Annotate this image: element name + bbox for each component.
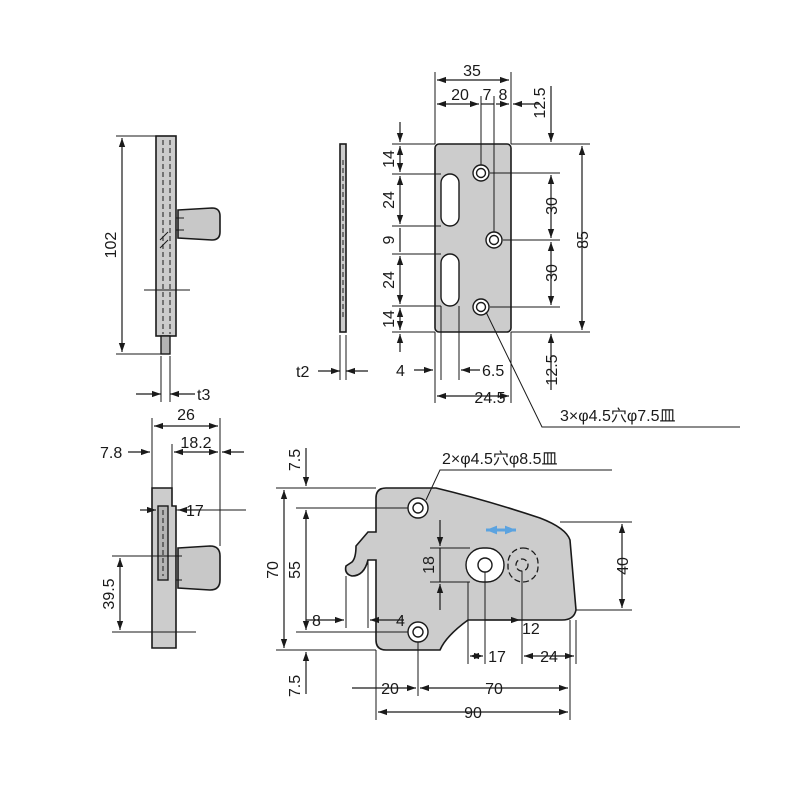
dim-label-18: 18 <box>421 556 438 574</box>
dim-label-7-5-bottom: 7.5 <box>287 675 304 697</box>
dim-label-24: 24 <box>540 649 558 666</box>
dim-label-6-5: 6.5 <box>482 363 504 380</box>
dim-label-30-top: 30 <box>544 197 561 215</box>
dim-label-70-vertical: 70 <box>265 561 282 579</box>
dim-label-7: 7 <box>483 87 492 104</box>
side-view: 102 t3 <box>103 135 221 404</box>
side-view-section-mark <box>159 239 169 249</box>
dim-label-12-5-bottom: 12.5 <box>544 354 561 385</box>
dim-label-7-5-top: 7.5 <box>287 449 304 471</box>
dim-label-14-bottom: 14 <box>381 310 398 328</box>
dim-label-26: 26 <box>177 407 195 424</box>
dim-label-20: 20 <box>451 87 469 104</box>
base-hole-top-inner <box>412 502 424 514</box>
strike-hole-bottom-inner <box>475 301 487 313</box>
dim-label-20: 20 <box>381 681 399 698</box>
dim-label-17: 17 <box>488 649 506 666</box>
dim-label-8: 8 <box>312 613 321 630</box>
edge-view: t2 <box>296 143 368 381</box>
dim-label-70-horizontal: 70 <box>485 681 503 698</box>
dim-label-4: 4 <box>396 363 405 380</box>
base-bolt-slot-ghost <box>507 547 539 583</box>
strike-holes-note: 3×φ4.5穴φ7.5皿 <box>560 407 675 425</box>
front-view: 26 7.8 18.2 17 39.5 <box>100 407 246 649</box>
dim-label-30-bottom: 30 <box>544 264 561 282</box>
strike-hole-top-inner <box>475 167 487 179</box>
dim-label-t2: t2 <box>296 364 309 381</box>
dim-label-24-bottom: 24 <box>381 271 398 289</box>
dim-label-24-top: 24 <box>381 191 398 209</box>
dim-label-17: 17 <box>186 503 204 520</box>
front-view-knob <box>177 545 221 591</box>
dim-label-18-2: 18.2 <box>180 435 211 452</box>
dim-label-35: 35 <box>463 63 481 80</box>
base-plate-body <box>344 487 577 651</box>
dim-label-40: 40 <box>615 557 632 575</box>
strike-slot-top <box>440 173 460 227</box>
dim-label-14-top: 14 <box>381 150 398 168</box>
strike-hole-middle-inner <box>488 234 500 246</box>
side-view-bolt-tip <box>160 335 171 355</box>
strike-holes-leader <box>485 311 740 428</box>
dim-label-24-5: 24.5 <box>474 390 505 407</box>
dim-label-85: 85 <box>575 231 592 249</box>
base-plate: 2×φ4.5穴φ8.5皿 7.5 55 7.5 70 18 40 8 4 <box>265 448 632 722</box>
base-holes-note: 2×φ4.5穴φ8.5皿 <box>442 450 557 468</box>
side-view-knob <box>177 207 221 241</box>
dim-label-7-8: 7.8 <box>100 445 122 462</box>
dim-label-4: 4 <box>396 613 405 630</box>
dim-label-12-5-top: 12.5 <box>532 87 549 118</box>
dim-label-9: 9 <box>381 235 398 244</box>
dim-label-12: 12 <box>522 621 540 638</box>
edge-view-plate <box>339 143 347 333</box>
side-view-section-mark <box>159 231 169 241</box>
strike-plate: 35 20 7 8 12.5 30 30 12.5 85 14 24 <box>381 63 740 428</box>
dim-label-102: 102 <box>103 232 120 259</box>
strike-slot-bottom <box>440 253 460 307</box>
base-holes-leader <box>425 469 612 501</box>
side-view-body <box>155 135 177 337</box>
dim-label-55: 55 <box>287 561 304 579</box>
base-hole-bottom-inner <box>412 626 424 638</box>
dim-label-39-5: 39.5 <box>101 578 118 609</box>
dim-label-t3: t3 <box>197 387 210 404</box>
base-bolt-pin <box>477 557 493 573</box>
dim-label-90: 90 <box>464 705 482 722</box>
dim-label-8: 8 <box>499 87 508 104</box>
